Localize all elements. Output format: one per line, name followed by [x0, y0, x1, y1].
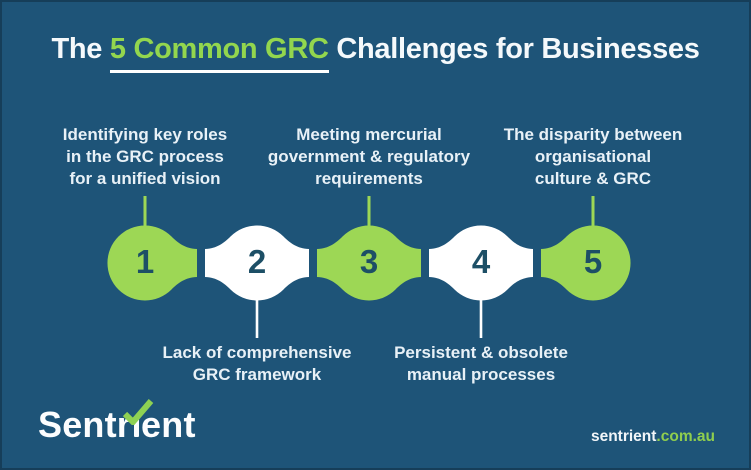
logo-text-right: ent	[141, 404, 196, 445]
node-number-5: 5	[583, 243, 603, 280]
title-highlight: 5 Common GRC	[109, 33, 329, 73]
label-line: Meeting mercurial	[296, 125, 442, 144]
node-number-1: 1	[135, 243, 155, 280]
stem-node-2	[255, 298, 259, 338]
label-line: The disparity between	[503, 125, 683, 144]
label-line: culture & GRC	[534, 169, 652, 188]
label-line: in the GRC process	[66, 147, 224, 166]
node-number-4: 4	[471, 243, 491, 280]
challenge-label-1: Identifying key roles in the GRC process…	[20, 124, 270, 190]
website-url: sentrient.com.au	[591, 428, 715, 446]
node-blob-4	[429, 225, 533, 301]
title-suffix: Challenges for Businesses	[328, 33, 700, 65]
stem-node-3	[367, 196, 371, 229]
label-line: manual processes	[406, 365, 556, 384]
label-line: for a unified vision	[69, 169, 221, 188]
logo-letter-i	[122, 399, 154, 446]
challenge-label-3: Meeting mercurial government & regulator…	[244, 124, 494, 190]
page-title: The 5 Common GRC Challenges for Business…	[0, 33, 751, 73]
label-line: Identifying key roles	[62, 125, 228, 144]
challenge-label-2: Lack of comprehensive GRC framework	[132, 342, 382, 386]
label-line: Lack of comprehensive	[162, 343, 352, 362]
node-blob-3	[317, 225, 421, 301]
challenge-label-5: The disparity between organisational cul…	[468, 124, 718, 190]
stem-node-5	[591, 196, 595, 229]
label-line: government & regulatory	[267, 147, 471, 166]
checkmark-icon	[122, 399, 154, 425]
node-number-2: 2	[247, 243, 267, 280]
node-blob-1	[107, 225, 197, 301]
label-line: organisational	[534, 147, 652, 166]
node-blob-5	[541, 225, 631, 301]
stem-node-4	[479, 298, 483, 338]
node-number-3: 3	[359, 243, 379, 280]
node-blob-2	[205, 225, 309, 301]
website-prefix: sentrient	[590, 428, 657, 445]
label-line: Persistent & obsolete	[394, 343, 568, 362]
label-line: GRC framework	[192, 365, 322, 384]
logo-text-left: Sentr	[38, 404, 132, 445]
challenge-label-4: Persistent & obsolete manual processes	[356, 342, 606, 386]
label-line: requirements	[315, 169, 423, 188]
website-suffix: .com.au	[656, 428, 715, 445]
stem-node-1	[143, 196, 147, 229]
title-prefix: The	[51, 33, 110, 65]
